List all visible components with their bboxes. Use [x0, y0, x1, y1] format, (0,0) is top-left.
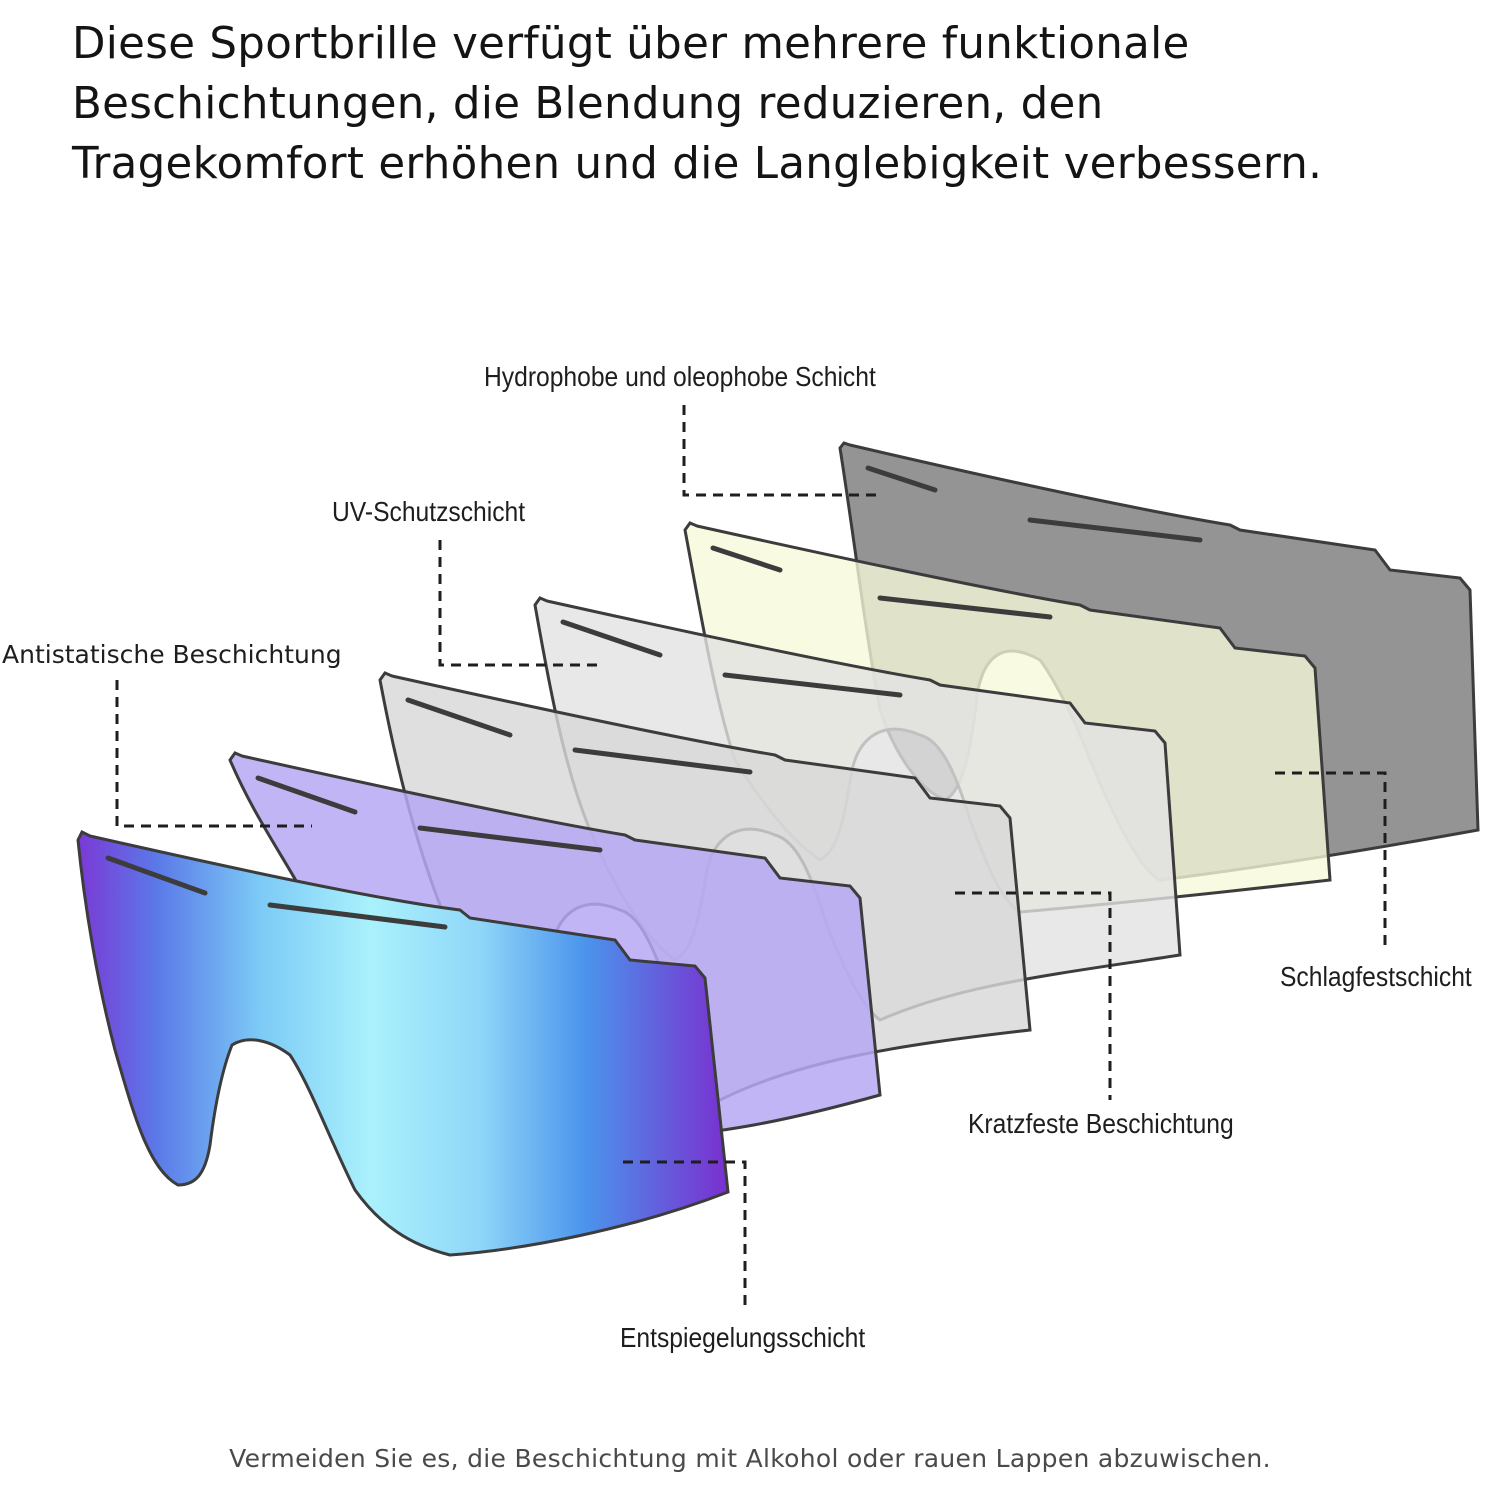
- label-antistatic: Antistatische Beschichtung: [2, 640, 342, 669]
- leader-impact: [1275, 771, 1387, 952]
- leader-lines: [115, 405, 1387, 1310]
- care-footnote: Vermeiden Sie es, die Beschichtung mit A…: [229, 1444, 1271, 1473]
- leader-scratch: [955, 891, 1112, 1100]
- label-uv: UV-Schutzschicht: [332, 496, 526, 527]
- lens-layer-antireflective: [76, 829, 730, 1257]
- headline-line-1: Diese Sportbrille verfügt über mehrere f…: [72, 19, 1190, 69]
- label-scratch: Kratzfeste Beschichtung: [968, 1108, 1234, 1139]
- label-antireflective: Entspiegelungsschicht: [620, 1322, 866, 1353]
- headline-line-2: Beschichtungen, die Blendung reduzieren,…: [72, 79, 1104, 129]
- leader-antireflective: [623, 1160, 747, 1310]
- leader-antistatic: [115, 680, 312, 828]
- label-impact: Schlagfestschicht: [1280, 961, 1472, 992]
- label-hydrophobic: Hydrophobe und oleophobe Schicht: [484, 361, 876, 392]
- leader-uv: [438, 540, 598, 667]
- headline: Diese Sportbrille verfügt über mehrere f…: [72, 14, 1472, 194]
- headline-line-3: Tragekomfort erhöhen und die Langlebigke…: [72, 139, 1323, 189]
- leader-hydrophobic: [682, 405, 880, 497]
